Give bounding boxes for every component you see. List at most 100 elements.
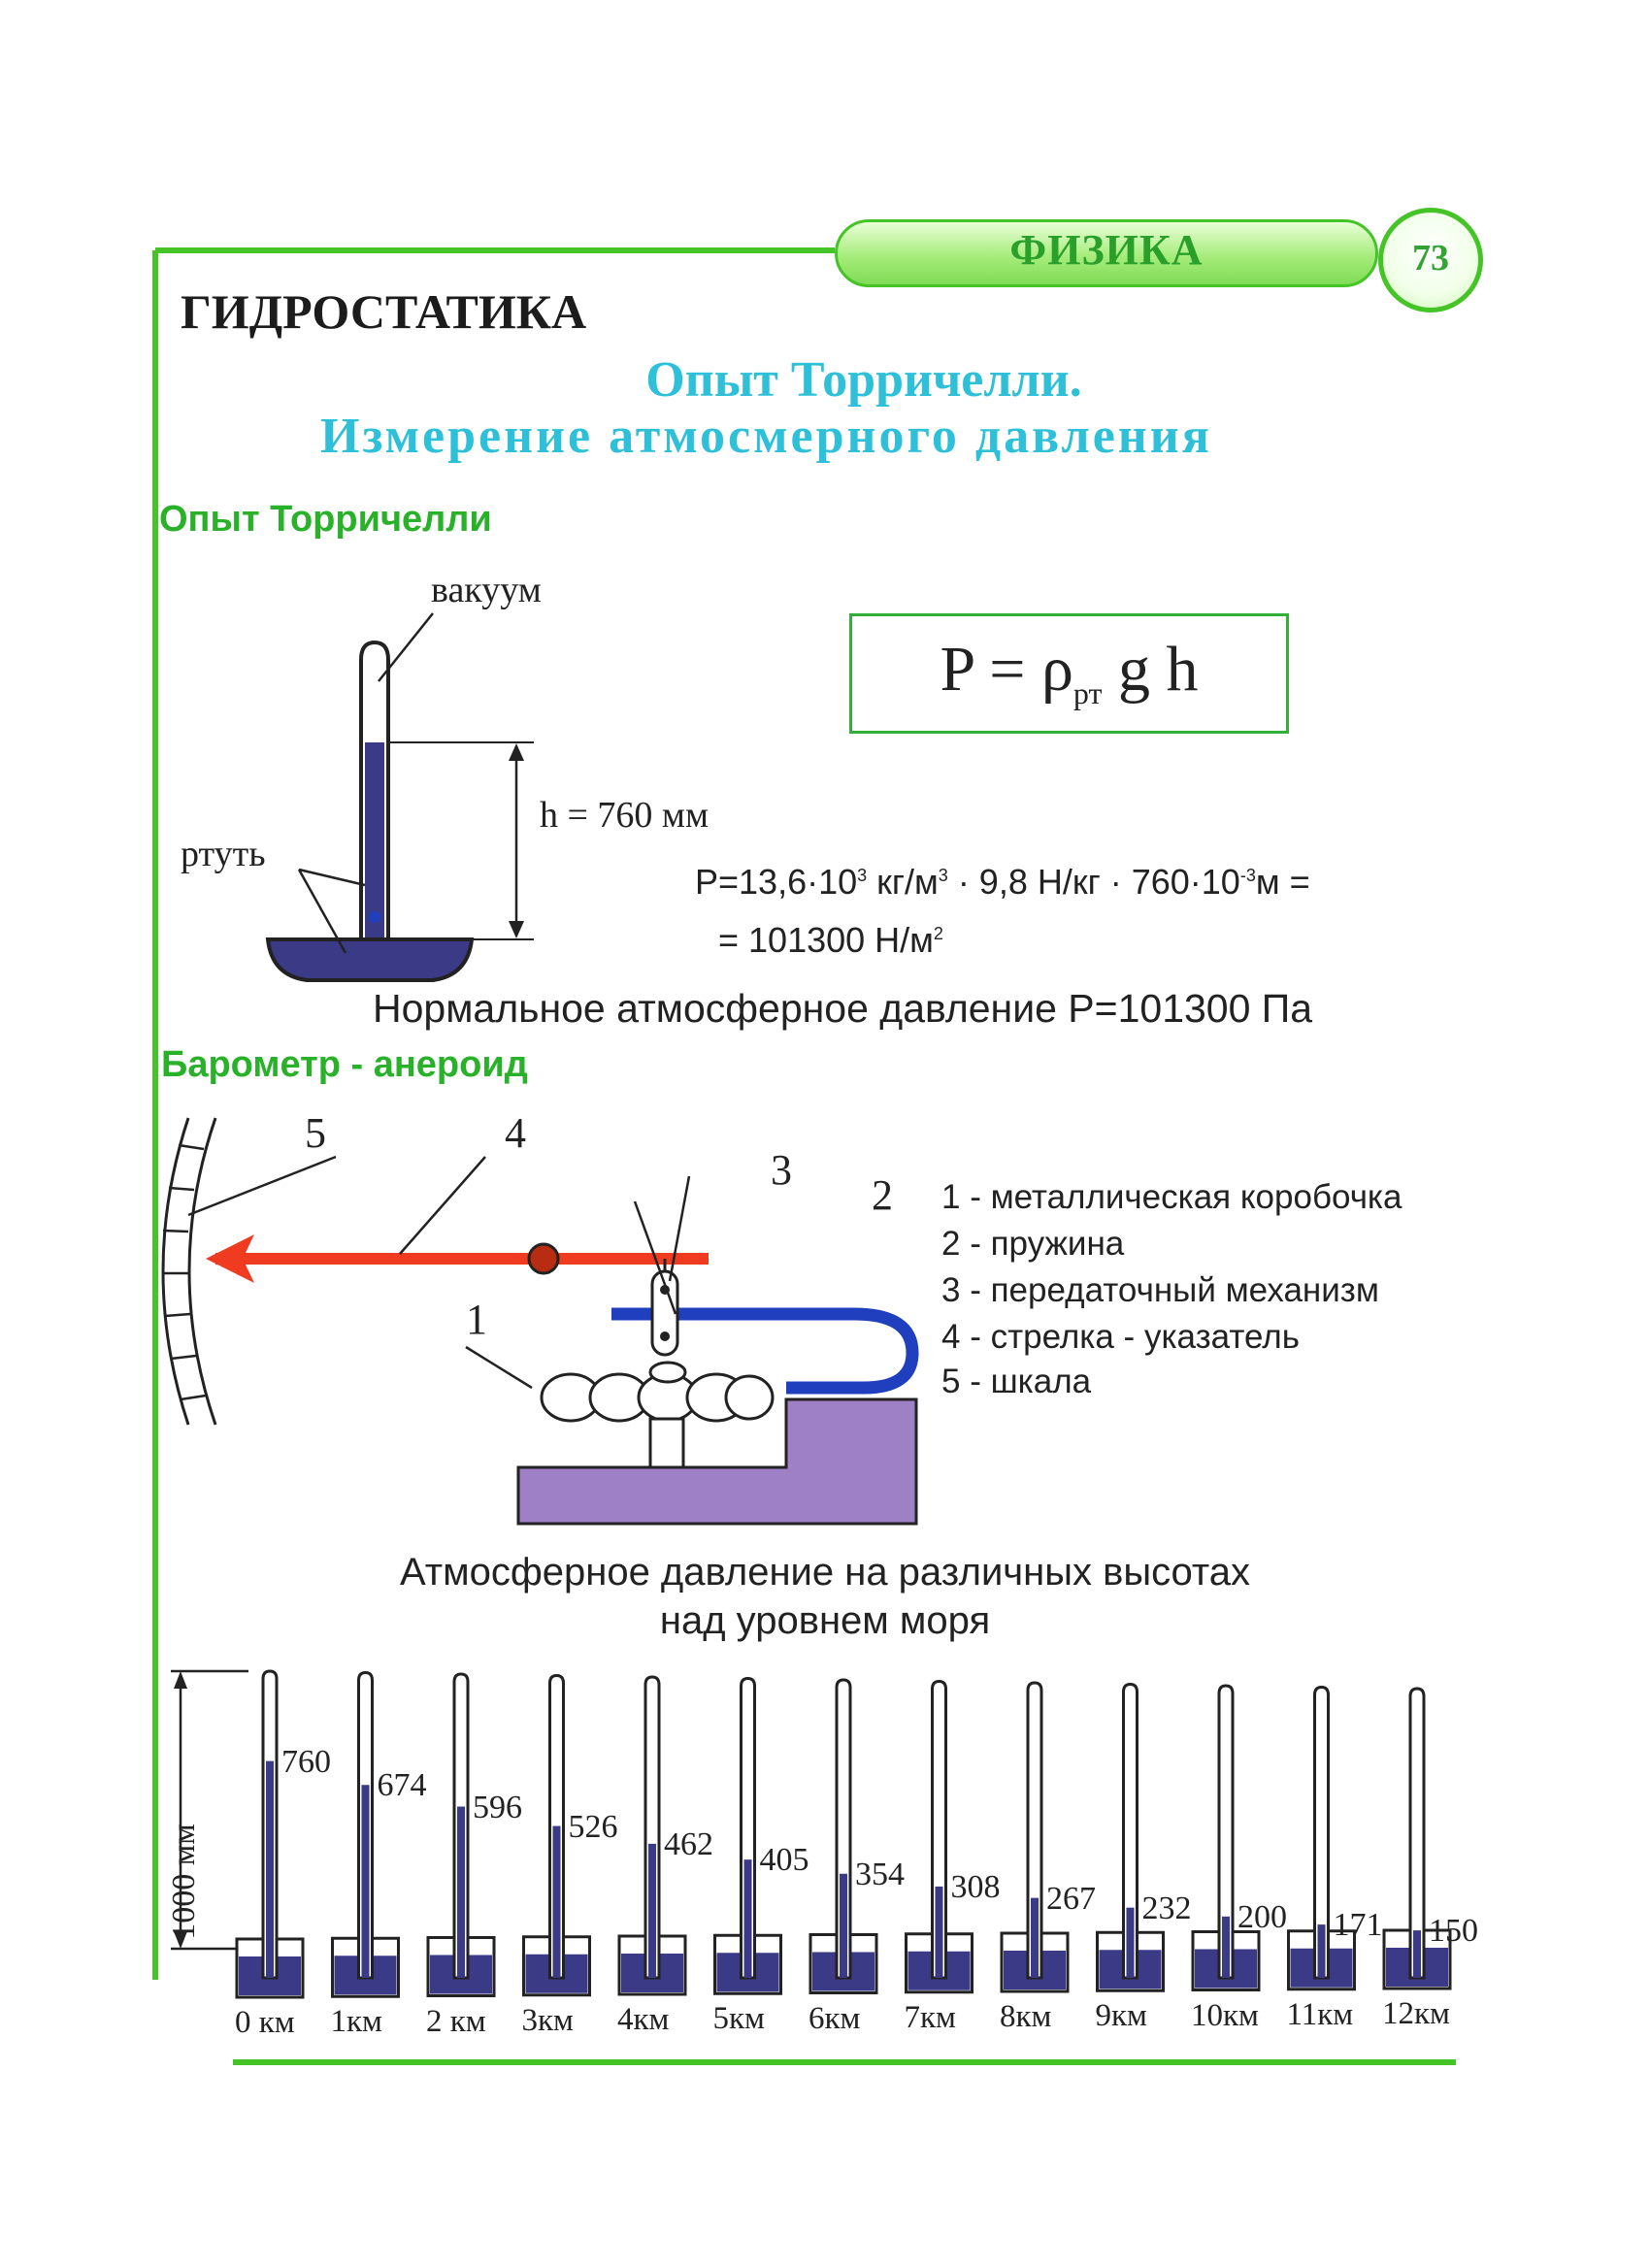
tube-mercury-column xyxy=(1317,1924,1326,1978)
pointer-pivot xyxy=(527,1242,560,1275)
callout-1: 1 xyxy=(466,1296,487,1343)
calc-exp: 3 xyxy=(938,866,948,885)
tube-pressure-value: 150 xyxy=(1429,1913,1478,1950)
tube-pressure-value: 232 xyxy=(1141,1890,1192,1926)
barometer-base xyxy=(516,1397,918,1526)
formula-tail: g h xyxy=(1102,634,1199,705)
pressure-tube-4 xyxy=(617,1675,687,1996)
box-stand xyxy=(648,1417,685,1469)
page-title-line2: Измерение атмосмерного давления xyxy=(320,409,1212,464)
callout-4: 4 xyxy=(505,1109,526,1157)
calc-part: · 9,8 Н/кг · 760·10 xyxy=(947,862,1240,902)
tube-mercury-column xyxy=(361,1785,370,1978)
pressure-tube-8 xyxy=(1000,1681,1070,1993)
height-label: h = 760 мм xyxy=(540,795,710,836)
tube-pressure-value: 405 xyxy=(759,1842,809,1879)
spring xyxy=(611,1307,919,1395)
tube-glass xyxy=(1408,1687,1426,1980)
formula-subscript: рт xyxy=(1072,675,1103,711)
tube-mercury-column xyxy=(1222,1916,1230,1978)
tube-altitude-label: 8км xyxy=(1000,1999,1052,2034)
tube-altitude-label: 6км xyxy=(808,2000,861,2036)
tube-mercury-column xyxy=(1126,1907,1135,1978)
linkage-pin-bottom xyxy=(660,1331,670,1341)
pointer-head xyxy=(206,1234,254,1283)
pressure-tube-6 xyxy=(808,1678,878,1994)
tube-mercury-column xyxy=(840,1873,847,1978)
page-title-line1: Опыт Торричелли. xyxy=(645,352,1082,408)
section-heading: ГИДРОСТАТИКА xyxy=(181,284,587,339)
scale-label: 1000 мм xyxy=(165,1824,202,1940)
barometer-heading: Барометр - анероид xyxy=(161,1044,528,1085)
tube-pressure-value: 200 xyxy=(1238,1898,1287,1935)
tube-altitude-label: 7км xyxy=(904,1999,956,2035)
calc-line-2: = 101300 Н/м2 xyxy=(718,920,943,961)
legend-item-2: 2 - пружина xyxy=(941,1225,1125,1263)
tube-altitude-label: 1км xyxy=(330,2004,382,2040)
tube-mercury-column xyxy=(648,1843,656,1978)
legend-item-5: 5 - шкала xyxy=(941,1363,1092,1400)
mercury-bubble xyxy=(369,911,380,923)
scale-arrow-top xyxy=(174,1671,187,1689)
callout-5: 5 xyxy=(305,1109,326,1157)
tube-mercury-column xyxy=(552,1825,561,1978)
tube-mercury-column xyxy=(1031,1897,1039,1978)
height-arrow-top xyxy=(509,743,524,761)
pressure-tube-7 xyxy=(905,1679,974,1994)
callout-3: 3 xyxy=(771,1146,792,1194)
tube-pressure-value: 171 xyxy=(1333,1907,1383,1944)
tube-pressure-value: 526 xyxy=(568,1808,618,1845)
tube-altitude-label: 9км xyxy=(1095,1998,1147,2034)
tube-pressure-value: 674 xyxy=(377,1767,427,1804)
scale-arc-outer xyxy=(161,1117,190,1426)
tube-mercury-column xyxy=(457,1806,465,1978)
pressure-formula: P = ρрт g h xyxy=(849,633,1289,711)
altitude-chart xyxy=(171,1669,1452,1999)
metal-box xyxy=(540,1361,775,1423)
pressure-tube-2 xyxy=(426,1672,496,1997)
tube-pressure-value: 267 xyxy=(1046,1880,1096,1917)
mercury-pointer-dish xyxy=(297,869,347,954)
calc-line-1: P=13,6·103 кг/м3 · 9,8 Н/кг · 760·10-3м … xyxy=(695,862,1310,903)
tube-altitude-label: 4км xyxy=(617,2002,670,2037)
page-number: 73 xyxy=(1412,238,1449,279)
calc-part: кг/м xyxy=(867,862,939,902)
legend-item-4: 4 - стрелка - указатель xyxy=(941,1318,1300,1356)
vacuum-pointer xyxy=(378,612,434,682)
tube-pressure-value: 462 xyxy=(664,1825,713,1862)
formula-box xyxy=(849,613,1289,734)
tube-altitude-label: 2 км xyxy=(426,2003,486,2039)
tube-altitude-label: 0 км xyxy=(235,2005,295,2040)
pressure-tube-0 xyxy=(235,1669,305,1999)
tubes-layer xyxy=(235,1669,1452,1999)
pressure-tube-3 xyxy=(522,1673,591,1997)
pressure-tube-1 xyxy=(331,1670,400,1998)
calc-exp: -3 xyxy=(1239,866,1256,885)
tube-mercury-column xyxy=(266,1760,274,1978)
callout-2: 2 xyxy=(872,1171,893,1219)
tube-pressure-value: 596 xyxy=(473,1789,522,1825)
tube-pressure-value: 760 xyxy=(281,1743,331,1780)
tube-glass xyxy=(1217,1684,1235,1980)
tube-glass xyxy=(1313,1685,1330,1980)
mercury-pointer-tube xyxy=(298,868,366,887)
subject-pill xyxy=(835,219,1378,287)
tube-altitude-label: 3км xyxy=(521,2002,574,2038)
tube-pressure-value: 354 xyxy=(855,1856,905,1892)
tube-mercury-column xyxy=(743,1859,752,1978)
tube-pressure-value: 308 xyxy=(950,1868,1001,1905)
mercury-dish xyxy=(265,937,475,982)
pressure-tube-5 xyxy=(713,1676,782,1995)
pressure-tube-11 xyxy=(1287,1685,1356,1991)
altitude-chart-title-2: над уровнем моря xyxy=(659,1599,991,1642)
tube-altitude-label: 10км xyxy=(1191,1997,1259,2033)
normal-pressure-text: Нормальное атмосферное давление P=101300… xyxy=(373,986,1313,1031)
scale-arrow-bottom xyxy=(174,1931,187,1949)
calc-part: P=13,6·10 xyxy=(695,862,858,902)
calc-part: = 101300 Н/м xyxy=(718,920,934,960)
tube-glass xyxy=(1122,1682,1138,1980)
calc-exp: 3 xyxy=(857,866,868,885)
formula-main: P = ρ xyxy=(940,634,1073,705)
height-arrow-bottom xyxy=(509,921,524,938)
